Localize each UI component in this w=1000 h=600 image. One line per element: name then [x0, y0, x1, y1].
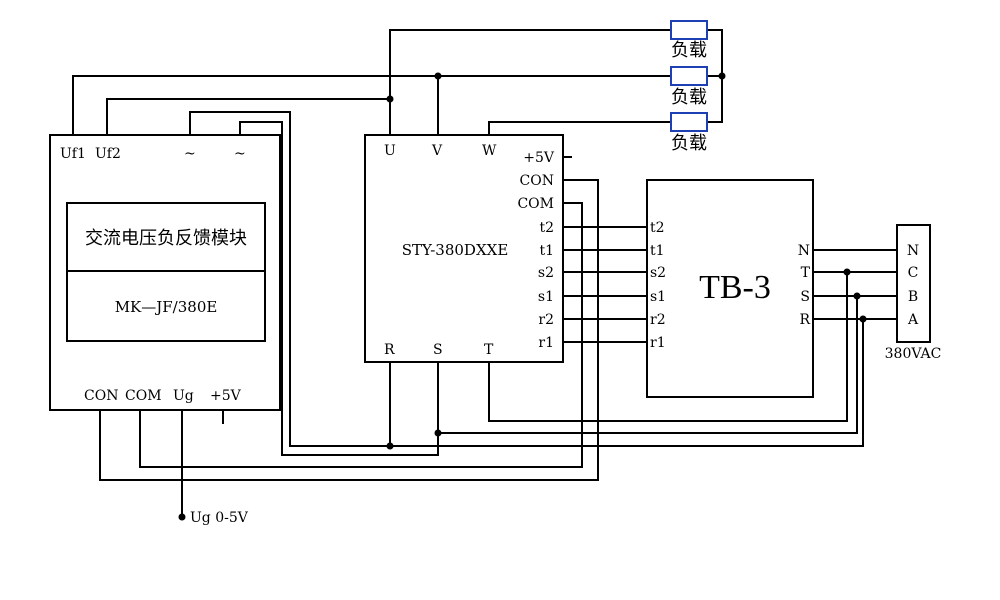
supply-terminal-box: [896, 224, 931, 343]
supply-caption: 380VAC: [885, 346, 942, 362]
junction-dot: [386, 95, 394, 103]
terminal-label-ug: Ug: [173, 388, 194, 404]
input-label: Ug 0-5V: [190, 510, 249, 526]
junction-dot: [853, 292, 861, 300]
terminal-label-t1: t1: [539, 243, 554, 259]
terminal-label-r1: r1: [650, 335, 666, 351]
terminal-label-r: R: [384, 342, 395, 358]
load-label: 负载: [671, 87, 707, 108]
load-resistor: [670, 112, 708, 132]
terminal-label-t1: t1: [650, 243, 665, 259]
feedback-module-model: MK—JF/380E: [115, 298, 218, 316]
terminal-label-s2: s2: [538, 265, 554, 281]
junction-dot: [434, 429, 442, 437]
feedback-module-title-panel: [66, 202, 266, 272]
load-label: 负载: [671, 133, 707, 154]
wire-tilde1: [189, 111, 390, 447]
terminal-label-t2: t2: [650, 220, 665, 236]
terminal-label-s: S: [433, 342, 443, 358]
load-resistor: [670, 66, 708, 86]
controller-box: [364, 134, 564, 363]
transformer-name: TB-3: [699, 269, 771, 306]
terminal-label-ac1: ~: [184, 146, 196, 162]
terminal-label-n: N: [798, 243, 810, 259]
terminal-label-t: T: [484, 342, 494, 358]
terminal-label-w: W: [482, 143, 497, 159]
terminal-label-s1: s1: [538, 289, 554, 305]
terminal-label-u: U: [384, 143, 396, 159]
feedback-module: Uf1 Uf2 ~ ~ 交流电压负反馈模块 MK—JF/380E CON COM…: [60, 146, 247, 404]
terminal-label-uf2: Uf2: [95, 146, 121, 162]
load-resistor: [670, 20, 708, 40]
junctions: [178, 72, 867, 521]
junction-dot: [718, 72, 726, 80]
terminal-label-con: CON: [84, 388, 118, 404]
wire-con: [99, 179, 599, 481]
supply-label-c: C: [908, 265, 919, 281]
terminal-label-s2: s2: [650, 265, 666, 281]
supply-label-b: B: [908, 289, 918, 305]
supply-label-n: N: [907, 243, 919, 259]
wire-v: [437, 75, 671, 135]
terminal-label-com: COM: [125, 388, 162, 404]
terminal-label-uf1: Uf1: [60, 146, 86, 162]
wire-uf2: [106, 98, 390, 135]
controller-name: STY-380DXXE: [402, 241, 509, 259]
terminal-label-r1: r1: [538, 335, 554, 351]
wire-w: [488, 121, 671, 135]
terminal-label-con: CON: [520, 173, 554, 189]
terminal-label-r2: r2: [650, 312, 666, 328]
supply-label-a: A: [907, 312, 919, 328]
junction-dot: [434, 72, 442, 80]
terminal-label-t2: t2: [539, 220, 554, 236]
terminal-label-s: S: [800, 289, 810, 305]
terminal-label-plus5v: +5V: [523, 150, 555, 166]
junction-dot: [859, 315, 867, 323]
terminal-label-t: T: [801, 265, 811, 281]
junction-dot: [843, 268, 851, 276]
terminal-label-r2: r2: [538, 312, 554, 328]
terminal-label-ac2: ~: [234, 146, 246, 162]
terminal-label-com: COM: [517, 196, 554, 212]
supply: N C B A 380VAC: [885, 243, 942, 362]
terminal-label-plus5v: +5V: [210, 388, 242, 404]
transformer-box: [646, 179, 814, 398]
terminal-label-s1: s1: [650, 289, 666, 305]
junction-dot: [386, 442, 394, 450]
wire-tilde2: [239, 121, 439, 456]
loads: 负载 负载 负载: [670, 20, 708, 154]
wires: [72, 29, 897, 517]
feedback-module-title: 交流电压负反馈模块: [85, 228, 247, 249]
load-label: 负载: [671, 40, 707, 61]
junction-dot: [178, 513, 186, 521]
wire-uf1: [72, 75, 438, 135]
terminal-label-v: V: [431, 143, 443, 159]
feedback-module-model-panel: [66, 270, 266, 342]
transformer: t2 t1 s2 s1 r2 r1 TB-3 N T S R: [650, 220, 811, 351]
controller: U V W STY-380DXXE +5V CON COM t2 t1 s2 s…: [384, 143, 555, 358]
wire-u: [389, 29, 671, 135]
wire-com: [139, 202, 583, 468]
terminal-label-r: R: [799, 312, 810, 328]
